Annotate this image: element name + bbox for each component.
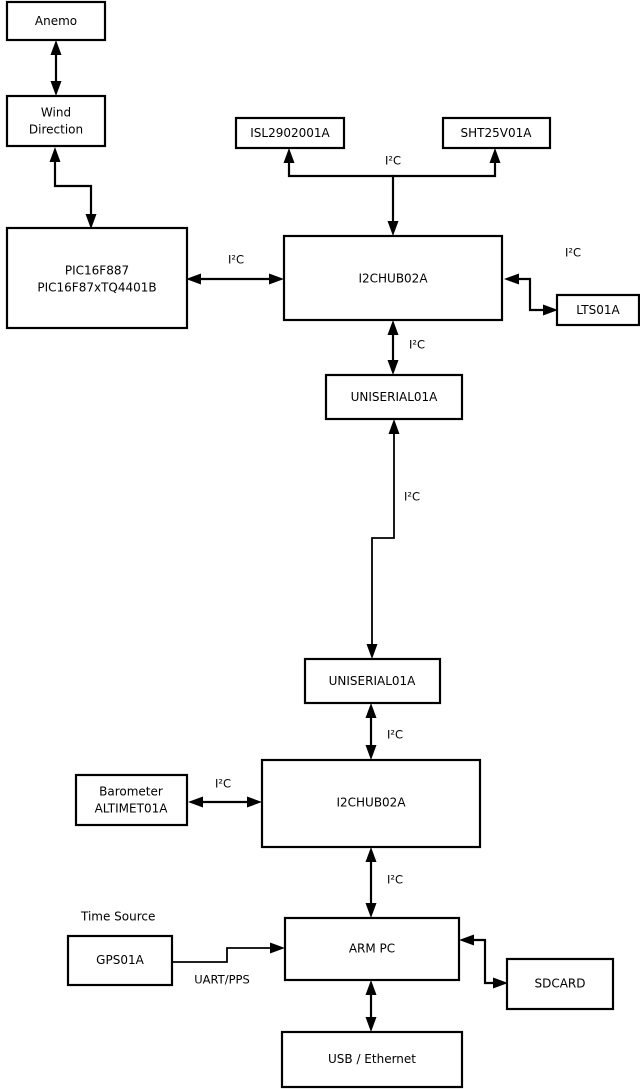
node-i2chub02a-top[interactable]: I2CHUB02A: [282, 234, 504, 322]
node-arm-pc-label: ARM PC: [349, 942, 395, 956]
node-barometer-label-line2: ALTIMET01A: [95, 802, 169, 816]
node-sht25v01a-label: SHT25V01A: [461, 126, 533, 140]
node-pic-mcu-box[interactable]: [5, 226, 189, 330]
edge-armpc-usbeth: [365, 980, 377, 1032]
node-sdcard[interactable]: SDCARD: [505, 957, 615, 1011]
node-barometer-label-line1: Barometer: [99, 785, 163, 799]
node-anemo-label: Anemo: [35, 14, 77, 28]
node-uniserial01a-top-label: UNISERIAL01A: [351, 390, 439, 404]
node-i2chub02a-top-box[interactable]: [282, 234, 504, 322]
node-pic-mcu-label-line1: PIC16F887: [65, 264, 129, 278]
node-uniserial01a-top[interactable]: UNISERIAL01A: [324, 373, 464, 421]
node-usb-ethernet[interactable]: USB / Ethernet: [280, 1030, 464, 1089]
node-gps01a-label: GPS01A: [96, 953, 144, 967]
node-anemo-box[interactable]: [5, 0, 107, 42]
edge-label-i2c-hub-lts: I²C: [565, 246, 581, 260]
node-sht25v01a-box[interactable]: [441, 116, 552, 150]
node-arm-pc[interactable]: ARM PC: [283, 916, 461, 982]
edge-pic-hub-top: I²C: [186, 253, 284, 285]
node-i2chub02a-top-label: I2CHUB02A: [358, 272, 428, 286]
edge-armpc-sdcard: [459, 934, 508, 989]
edge-wind-pic: [49, 147, 97, 229]
node-wind-direction-label-line2: Direction: [29, 123, 83, 137]
edge-label-uart-pps: UART/PPS: [194, 973, 250, 987]
node-wind-direction-label-line1: Wind: [41, 106, 71, 120]
node-sht25v01a[interactable]: SHT25V01A: [441, 116, 552, 150]
node-isl2902001a-label: ISL2902001A: [250, 126, 330, 140]
node-uniserial01a-bottom-box[interactable]: [303, 657, 442, 705]
node-uniserial01a-bottom[interactable]: UNISERIAL01A: [303, 657, 442, 705]
label-time-source: Time Source: [80, 910, 155, 924]
edge-hub-top-uniserial-top: I²C: [387, 320, 425, 375]
edge-uniserial-bottom-hub-bottom: I²C: [365, 703, 403, 760]
edge-hub-top-sensors: I²C: [283, 148, 501, 236]
node-wind-direction[interactable]: Wind Direction: [5, 94, 107, 148]
node-isl2902001a[interactable]: ISL2902001A: [234, 116, 346, 150]
node-i2chub02a-bottom[interactable]: I2CHUB02A: [260, 758, 482, 849]
node-wind-direction-box[interactable]: [5, 94, 107, 148]
node-lts01a-label: LTS01A: [576, 303, 620, 317]
node-gps01a-box[interactable]: [66, 934, 174, 987]
node-uniserial01a-top-box[interactable]: [324, 373, 464, 421]
node-usb-ethernet-box[interactable]: [280, 1030, 464, 1089]
edge-label-i2c-pic-hub: I²C: [228, 253, 244, 267]
edge-gps-armpc: UART/PPS: [172, 942, 285, 987]
edge-barometer-hub-bottom: I²C: [188, 777, 262, 808]
node-lts01a-box[interactable]: [555, 293, 640, 327]
node-lts01a[interactable]: LTS01A: [555, 293, 640, 327]
node-uniserial01a-bottom-label: UNISERIAL01A: [329, 674, 417, 688]
node-pic-mcu[interactable]: PIC16F887 PIC16F87xTQ4401B: [5, 226, 189, 330]
edge-uniserial-top-bottom: I²C: [366, 419, 420, 659]
node-gps01a[interactable]: GPS01A: [66, 934, 174, 987]
edge-label-i2c-barometer-hub: I²C: [215, 777, 231, 791]
node-sdcard-label: SDCARD: [534, 977, 585, 991]
edge-hub-bottom-armpc: I²C: [365, 847, 403, 918]
node-barometer-altimet01a-box[interactable]: [74, 773, 189, 827]
edge-label-i2c-uniserial-link: I²C: [404, 490, 420, 504]
node-arm-pc-box[interactable]: [283, 916, 461, 982]
node-isl2902001a-box[interactable]: [234, 116, 346, 150]
node-usb-ethernet-label: USB / Ethernet: [328, 1052, 416, 1066]
node-pic-mcu-label-line2: PIC16F87xTQ4401B: [37, 281, 156, 295]
edge-label-i2c-hub-uniserial: I²C: [409, 338, 425, 352]
edge-label-i2c-uniserial-hub: I²C: [387, 728, 403, 742]
edge-hub-top-lts: I²C: [504, 246, 581, 316]
edge-label-i2c-hub-armpc: I²C: [387, 873, 403, 887]
edge-label-i2c-hub-sensors: I²C: [385, 154, 401, 168]
node-barometer-altimet01a[interactable]: Barometer ALTIMET01A: [74, 773, 189, 827]
edge-anemo-wind: [50, 40, 62, 96]
node-i2chub02a-bottom-box[interactable]: [260, 758, 482, 849]
node-sdcard-box[interactable]: [505, 957, 615, 1011]
node-i2chub02a-bottom-label: I2CHUB02A: [336, 796, 406, 810]
node-anemo[interactable]: Anemo: [5, 0, 107, 42]
